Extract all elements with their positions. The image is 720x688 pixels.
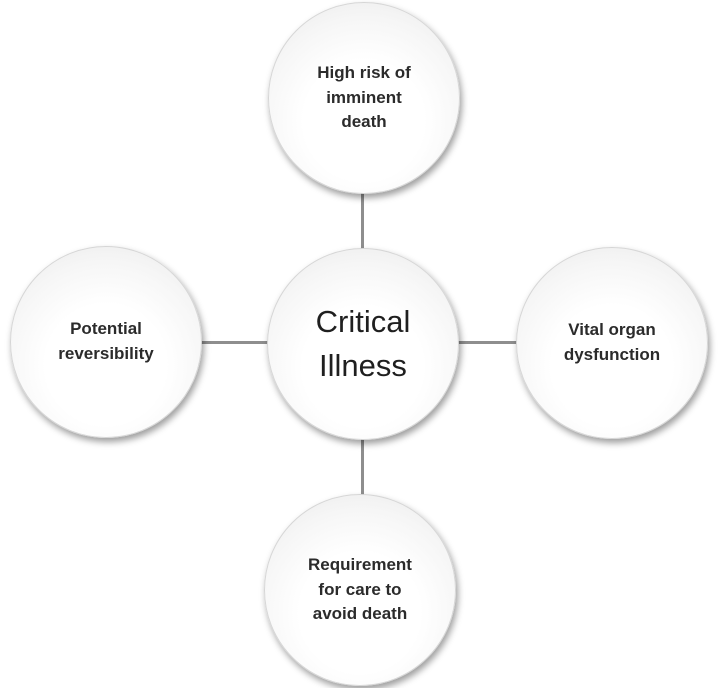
node-label: High risk of imminent death xyxy=(317,63,411,132)
node-label: Potential reversibility xyxy=(58,319,154,363)
center-node-label: Critical Illness xyxy=(315,303,411,383)
node-vital-organ-dysfunction: Vital organ dysfunction xyxy=(516,247,708,439)
node-label: Vital organ dysfunction xyxy=(563,320,661,364)
node-critical-illness-center: Critical Illness xyxy=(267,248,459,440)
node-potential-reversibility: Potential reversibility xyxy=(10,246,202,438)
node-requirement-for-care: Requirement for care to avoid death xyxy=(264,494,456,686)
node-high-risk-of-imminent-death: High risk of imminent death xyxy=(268,2,460,194)
node-label: Requirement for care to avoid death xyxy=(308,555,412,624)
